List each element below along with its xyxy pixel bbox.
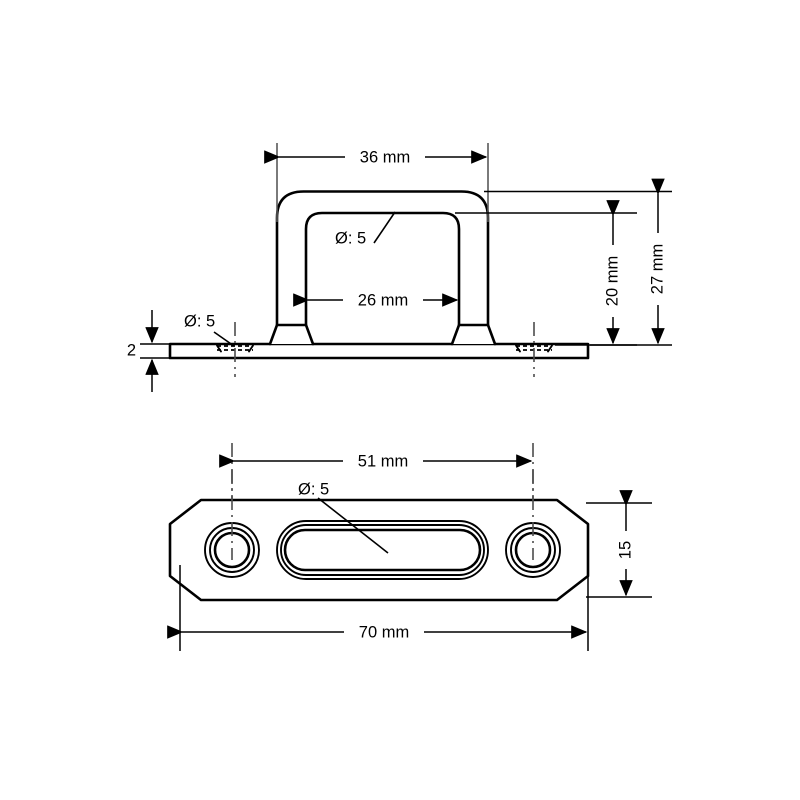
dim-label-handle-inner-width: 26 mm xyxy=(358,291,408,309)
dim-text-backdrop-36 xyxy=(345,146,425,168)
dim-text-backdrop-26 xyxy=(343,289,423,311)
dim-label-plate-thickness: 2 xyxy=(127,341,136,359)
dim-label-hole-diameter-front: Ø: 5 xyxy=(335,229,366,247)
handle-foot-left xyxy=(268,323,315,346)
dim-text-backdrop-70 xyxy=(344,621,424,643)
hole-chamfer-left xyxy=(216,344,222,353)
dim-label-hole-spacing: 51 mm xyxy=(358,452,408,470)
foot-right-profile xyxy=(450,323,497,346)
dimension-plate-length: 70 mm xyxy=(167,565,589,651)
right-countersunk-hole-plan xyxy=(505,470,561,578)
dim-label-plate-length: 70 mm xyxy=(359,623,409,641)
wire-handle-profile xyxy=(275,190,490,327)
hole-chamfer-right xyxy=(248,344,254,353)
dimension-handle-outer-width: 36 mm xyxy=(264,143,489,222)
dim-text-backdrop-27 xyxy=(647,233,669,305)
dim-text-backdrop-51 xyxy=(343,450,423,472)
handle-outer-contour xyxy=(275,190,490,327)
hole-chamfer-right xyxy=(547,344,553,353)
handle-foot-right xyxy=(450,323,497,346)
right-countersunk-hole-section xyxy=(515,322,553,377)
handle-footprint-slot xyxy=(276,520,489,580)
dim-label-overall-height: 27 mm xyxy=(648,244,666,294)
leader-line-diameter-section xyxy=(213,331,235,347)
callout-hole-diameter-plan: Ø: 5 xyxy=(298,480,389,554)
foot-left-profile xyxy=(268,323,315,346)
bottom-plan-view: 51 mm Ø: 5 15 70 mm xyxy=(167,443,652,651)
dimension-handle-inner-width: 26 mm xyxy=(293,289,459,311)
base-plate-side-section xyxy=(168,342,590,360)
dimension-hole-spacing: 51 mm xyxy=(219,443,534,500)
dimension-plate-thickness: 2 xyxy=(127,310,172,392)
left-countersunk-hole-plan xyxy=(204,470,260,578)
left-countersunk-hole-section xyxy=(216,322,254,377)
base-plate-body xyxy=(168,342,590,360)
dimension-plate-width: 15 xyxy=(586,490,652,598)
dimension-overall-height: 27 mm xyxy=(484,178,672,346)
slot-inner-contour xyxy=(283,528,482,572)
dim-label-hole-diameter-section: Ø: 5 xyxy=(184,312,215,330)
front-elevation-view: 36 mm 26 mm Ø: 5 20 mm 27 mm xyxy=(127,143,672,392)
handle-inner-contour xyxy=(304,211,461,327)
callout-hole-diameter-front: Ø: 5 xyxy=(335,211,396,247)
leader-line-diameter-front xyxy=(373,211,396,244)
callout-hole-diameter-section: Ø: 5 xyxy=(184,312,235,347)
hole-chamfer-left xyxy=(515,344,521,353)
dim-label-plate-width: 15 xyxy=(616,541,634,559)
dim-label-handle-outer-width: 36 mm xyxy=(360,148,410,166)
leader-line-diameter-plan xyxy=(317,497,389,554)
dim-text-backdrop-15 xyxy=(615,531,637,569)
dim-label-inner-height: 20 mm xyxy=(603,256,621,306)
dim-text-backdrop-20 xyxy=(602,245,624,317)
dim-label-hole-diameter-plan: Ø: 5 xyxy=(298,480,329,498)
